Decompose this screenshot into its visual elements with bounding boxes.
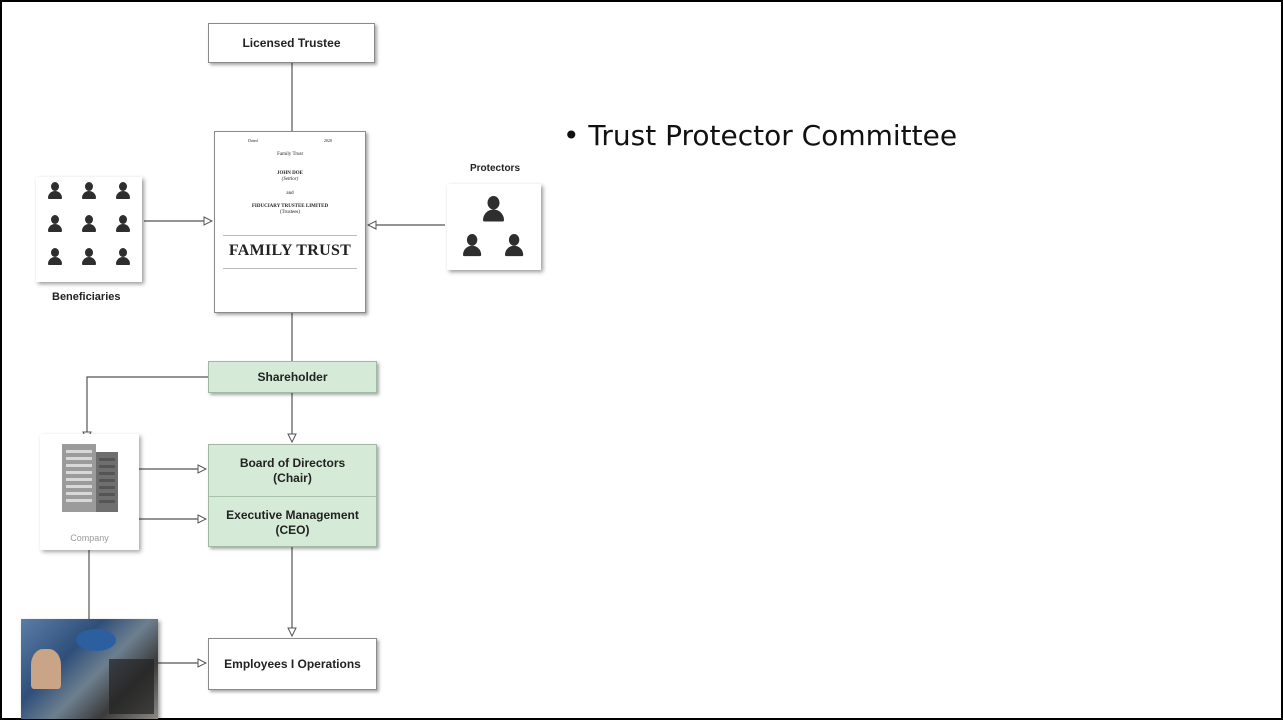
doc-meta: Dated 2020 [215, 138, 365, 143]
beneficiaries-label: Beneficiaries [52, 291, 121, 303]
protector-female-icon [483, 196, 504, 222]
board-label: Board of Directors [239, 455, 346, 470]
board-executive-group: Board of Directors (Chair) Executive Man… [208, 444, 377, 547]
employees-operations-box: Employees I Operations [208, 638, 377, 690]
shareholder-label: Shareholder [257, 369, 328, 384]
board-sublabel: (Chair) [273, 470, 312, 485]
doc-settlor-name: JOHN DOE [277, 171, 303, 176]
protectors-label: Protectors [470, 163, 521, 174]
board-of-directors-box: Board of Directors (Chair) [209, 445, 376, 497]
company-card: Company [40, 434, 139, 550]
doc-and: and [286, 191, 294, 196]
company-label: Company [70, 533, 109, 543]
protector-male-icon [463, 234, 482, 257]
beneficiary-female-icon [48, 182, 62, 199]
office-building-icon [62, 444, 118, 512]
executive-management-box: Executive Management (CEO) [209, 497, 376, 548]
beneficiary-male-icon [82, 182, 96, 199]
beneficiary-male-icon [116, 248, 130, 265]
protectors-card [447, 184, 541, 270]
beneficiaries-card [36, 177, 142, 282]
executive-sublabel: (CEO) [275, 522, 310, 537]
arrow-shareholder-to-company [87, 376, 208, 440]
beneficiary-female-icon [116, 215, 130, 232]
executive-label: Executive Management [226, 507, 359, 522]
beneficiary-male-icon [82, 215, 96, 232]
doc-trustee-role: (Trustees) [279, 210, 301, 215]
factory-workers-photo [21, 619, 158, 719]
licensed-trustee-label: Licensed Trustee [242, 35, 341, 50]
doc-title: FAMILY TRUST [223, 235, 357, 269]
doc-year: 2020 [323, 138, 332, 143]
shareholder-box: Shareholder [208, 361, 377, 393]
beneficiary-male-icon [82, 248, 96, 265]
doc-dated: Dated [248, 138, 258, 143]
doc-heading: Family Trust [277, 152, 303, 157]
licensed-trustee-box: Licensed Trustee [208, 23, 375, 63]
beneficiary-male-icon [48, 248, 62, 265]
beneficiary-female-icon [48, 215, 62, 232]
protector-male-icon [505, 234, 524, 257]
doc-settlor-role: (Settlor) [281, 177, 299, 182]
beneficiary-male-icon [116, 182, 130, 199]
bullet-text: • Trust Protector Committee [563, 119, 958, 152]
doc-trustee-name: FIDUCIARY TRUSTEE LIMITED [251, 204, 329, 209]
family-trust-document: Dated 2020 Family Trust JOHN DOE (Settlo… [214, 131, 366, 313]
employees-label: Employees I Operations [224, 656, 361, 671]
